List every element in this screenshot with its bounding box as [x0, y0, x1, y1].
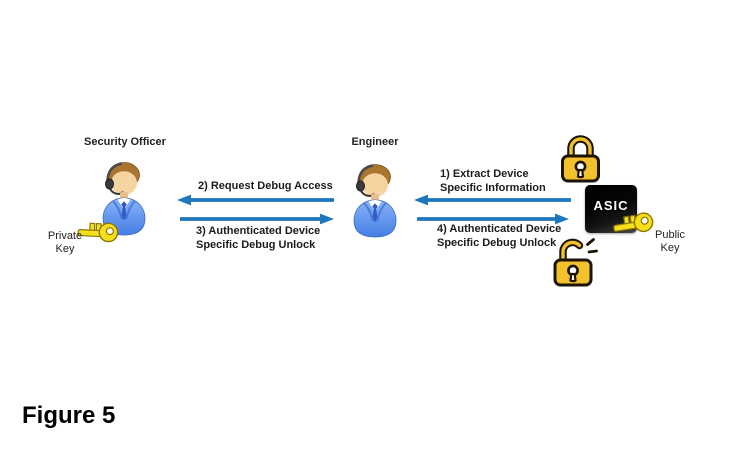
- security-officer-label: Security Officer: [84, 136, 166, 148]
- closed-padlock-icon: [561, 135, 600, 183]
- message-4-right-arrow-icon: [417, 213, 569, 225]
- message-1-line1: 1) Extract Device: [440, 168, 529, 180]
- private-key-label-line1: Private: [47, 230, 83, 242]
- message-2-left-arrow-icon: [177, 194, 334, 206]
- message-2-label: 2) Request Debug Access: [198, 180, 333, 194]
- engineer-label: Engineer: [351, 136, 399, 148]
- public-key-label-line2: Key: [660, 242, 680, 254]
- open-padlock-icon: [553, 238, 598, 287]
- figure-caption: Figure 5: [22, 402, 116, 429]
- message-1-line2: Specific Information: [440, 181, 546, 194]
- private-key-label-line2: Key: [55, 243, 75, 255]
- message-3-label: 3) Authenticated Device Specific Debug U…: [196, 225, 320, 252]
- message-3-right-arrow-icon: [180, 213, 334, 225]
- public-key-icon: [613, 212, 654, 233]
- message-4-line2: Specific Debug Unlock: [437, 236, 557, 249]
- security-officer-icon: [102, 162, 146, 236]
- message-1-label: 1) Extract Device Specific Information: [440, 168, 546, 195]
- message-1-left-arrow-icon: [414, 194, 571, 206]
- public-key-label-line1: Public: [655, 229, 685, 241]
- private-key-icon: [77, 222, 119, 243]
- asic-label: ASIC: [593, 197, 629, 213]
- message-4-line1: 4) Authenticated Device: [437, 223, 562, 235]
- message-2-line1: 2) Request Debug Access: [198, 180, 333, 192]
- engineer-icon: [353, 164, 397, 238]
- public-key-label: Public Key: [648, 229, 692, 255]
- message-3-line1: 3) Authenticated Device: [196, 225, 321, 237]
- message-4-label: 4) Authenticated Device Specific Debug U…: [437, 223, 561, 250]
- private-key-label: Private Key: [40, 230, 90, 256]
- message-3-line2: Specific Debug Unlock: [196, 238, 316, 251]
